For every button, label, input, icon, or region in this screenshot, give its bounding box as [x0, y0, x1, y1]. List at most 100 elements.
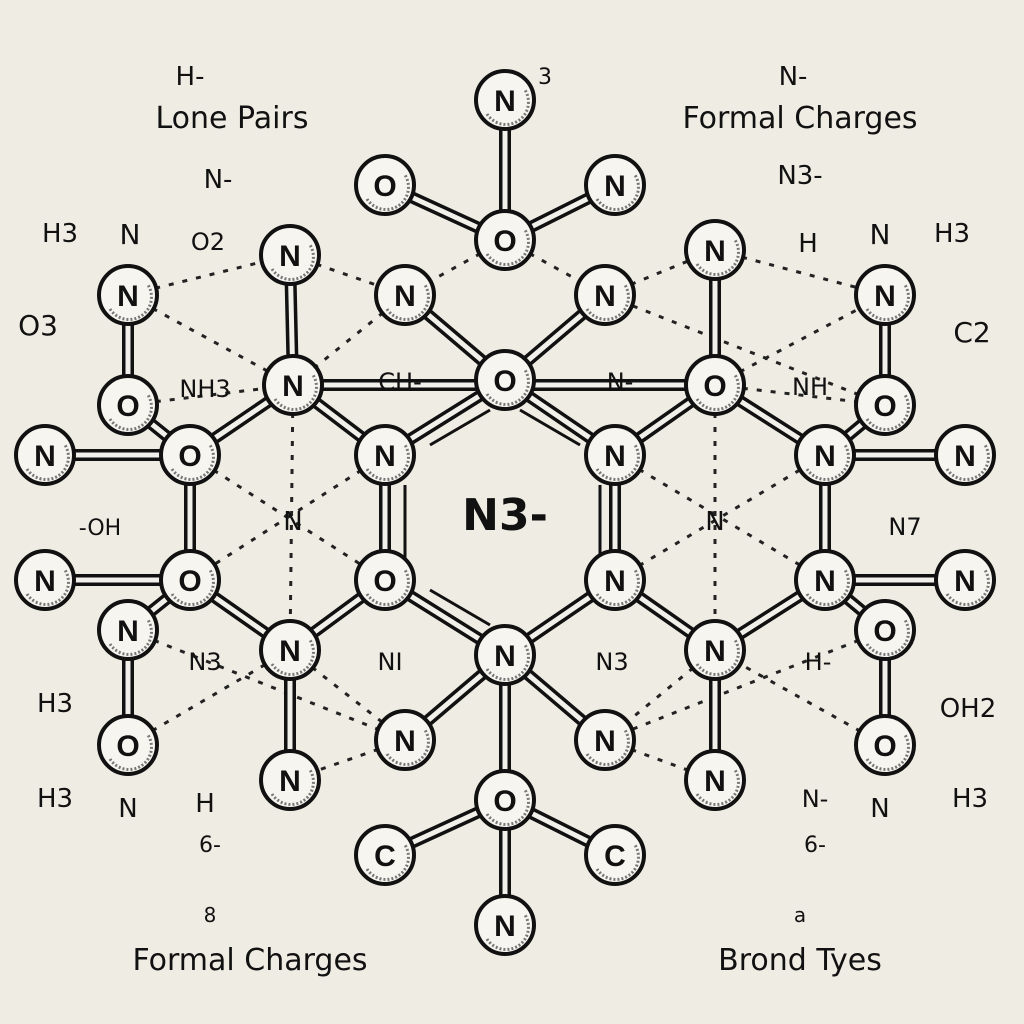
atom-shading: [485, 229, 530, 266]
atom-label: O: [493, 225, 516, 258]
label-n3-top: 3: [538, 65, 552, 90]
atom-shading: [865, 619, 910, 656]
atom-label: O: [116, 390, 139, 423]
atom-circle: [374, 709, 436, 771]
atom-circle: [854, 599, 916, 661]
atom-circle: [159, 549, 221, 611]
atom-circle: [374, 264, 436, 326]
dashed-bond: [504, 238, 606, 297]
atom: N: [684, 219, 746, 281]
label-h3-left: H3: [42, 219, 78, 249]
atom-circle: [97, 714, 159, 776]
label-h-lower-left: H: [195, 789, 215, 819]
atom-circle: [854, 374, 916, 436]
atom: O: [474, 209, 536, 271]
atom-label: O: [373, 170, 396, 203]
atom-circle: [684, 619, 746, 681]
atom-shading: [385, 284, 430, 321]
atom-shading: [270, 244, 315, 281]
label-n-mid-right: N: [705, 507, 724, 537]
atom: N: [374, 709, 436, 771]
atom-shading: [365, 844, 410, 881]
atom-shading: [695, 769, 740, 806]
atom-shading: [595, 844, 640, 881]
label-h3-lower-right: H3: [952, 784, 988, 814]
atom-circle: [14, 424, 76, 486]
label-n-minus-top-right: N-: [779, 62, 808, 92]
atom-circle: [354, 549, 416, 611]
atom-label: N: [279, 765, 301, 798]
atom: N: [474, 624, 536, 686]
atom: N: [259, 749, 321, 811]
atom-circle: [97, 599, 159, 661]
atom-shading: [945, 444, 990, 481]
atom-label: N: [604, 565, 626, 598]
atom-label: N: [954, 565, 976, 598]
dashed-bond: [714, 293, 886, 387]
label-n-mid-left: N: [283, 507, 302, 537]
atom: O: [474, 349, 536, 411]
atom-shading: [108, 394, 153, 431]
dashed-bond: [289, 648, 406, 742]
atom-shading: [485, 89, 530, 126]
atom-shading: [585, 284, 630, 321]
atom-circle: [259, 619, 321, 681]
label-n-right: N: [870, 218, 891, 251]
label-ch-minus: CH-: [378, 368, 421, 396]
atom-label: O: [178, 565, 201, 598]
atom-circle: [934, 424, 996, 486]
atom-label: N: [282, 370, 304, 403]
atom-circle: [354, 154, 416, 216]
dashed-bond: [127, 293, 294, 387]
label-o-minus-lower-left: 6-: [199, 833, 221, 858]
atom-shading: [595, 569, 640, 606]
label-nh-right: NH: [792, 373, 828, 401]
label-n-minus-center: N-: [607, 368, 634, 396]
atom-shading: [865, 284, 910, 321]
label-o2-left: O2: [191, 228, 225, 256]
label-n-minus-left: N-: [204, 165, 233, 195]
dashed-bond: [292, 293, 406, 387]
atom: N: [374, 264, 436, 326]
atom-circle: [474, 209, 536, 271]
atom: N: [97, 264, 159, 326]
label-h3-lower-left1: H3: [37, 689, 73, 719]
atom-shading: [585, 729, 630, 766]
atom-circle: [354, 424, 416, 486]
label-o3-left: O3: [18, 309, 58, 342]
atom-label: N: [604, 170, 626, 203]
atom-circle: [159, 424, 221, 486]
atom-circle: [684, 219, 746, 281]
atom-label: N: [954, 440, 976, 473]
atom: O: [159, 424, 221, 486]
atom-label: N: [604, 440, 626, 473]
atom-shading: [385, 729, 430, 766]
atom-label: N: [117, 280, 139, 313]
atom-shading: [365, 444, 410, 481]
label-n3-minus-right: N3-: [777, 161, 822, 191]
atom: O: [354, 154, 416, 216]
atom-shading: [485, 789, 530, 826]
label-h-minus-lower-right: H-: [805, 648, 832, 676]
atom-shading: [595, 444, 640, 481]
atom-circle: [262, 354, 324, 416]
atom-circle: [684, 354, 746, 416]
atom-label: O: [873, 390, 896, 423]
atom-shading: [695, 239, 740, 276]
label-eight-left: 8: [204, 903, 217, 927]
atom-label: N: [704, 235, 726, 268]
label-oh-left: -OH: [79, 516, 121, 541]
dashed-bond: [127, 648, 291, 747]
atom-label: O: [703, 370, 726, 403]
atom-label: N: [594, 725, 616, 758]
atom: N: [584, 424, 646, 486]
atom: O: [854, 714, 916, 776]
atom-label: O: [493, 365, 516, 398]
label-lone-pairs: Lone Pairs: [156, 101, 309, 136]
atom: N: [474, 894, 536, 956]
label-nh3-left: NH3: [179, 375, 230, 403]
label-oh2-right: OH2: [940, 694, 997, 724]
dashed-bond: [714, 648, 886, 747]
atom-shading: [865, 734, 910, 771]
